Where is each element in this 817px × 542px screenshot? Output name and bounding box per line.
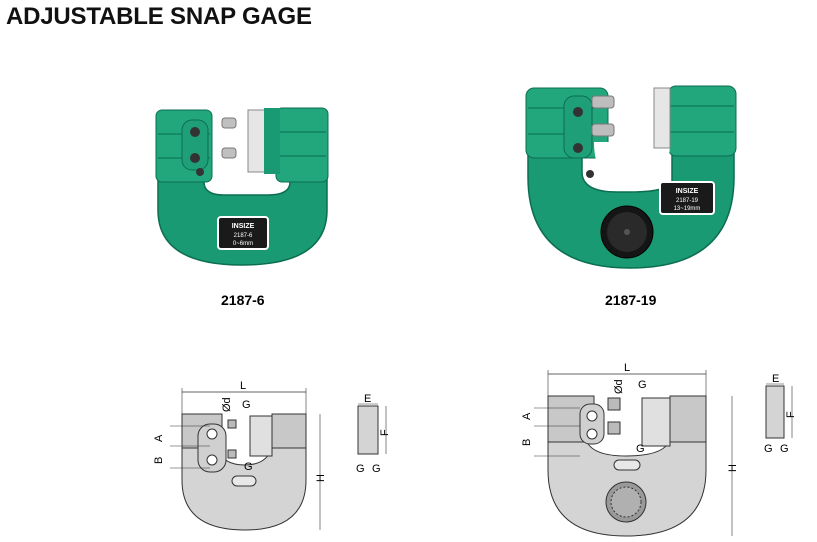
badge-brand: INSIZE	[676, 188, 699, 195]
dim-label-G-left: G	[356, 463, 365, 475]
model-caption-2187-19: 2187-19	[605, 292, 657, 308]
badge-brand: INSIZE	[232, 223, 255, 230]
product-photo-2187-6: INSIZE 2187-6 0~6mm	[155, 107, 329, 266]
dim-label-G-left: G	[764, 443, 773, 455]
dim-label-F: F	[785, 411, 797, 418]
drawing-2187-6: L A B Ød G G H	[153, 380, 327, 531]
dim-label-B: B	[153, 457, 165, 464]
dim-label-F: F	[379, 429, 391, 436]
dim-label-G: G	[638, 379, 647, 391]
dim-label-B: B	[521, 439, 533, 446]
dim-label-G: G	[242, 399, 251, 411]
badge-model: 2187-19	[676, 198, 699, 204]
page-title: ADJUSTABLE SNAP GAGE	[6, 3, 312, 30]
dim-label-H: H	[315, 474, 327, 482]
dim-label-G2: G	[636, 443, 645, 455]
dim-label-d: Ød	[613, 379, 625, 394]
dim-label-d: Ød	[221, 397, 233, 412]
product-photo-2187-19: INSIZE 2187-19 13~19mm	[525, 85, 737, 269]
side-view-2187-6: E F G G	[356, 393, 391, 475]
badge-model: 2187-6	[234, 233, 253, 239]
dim-label-A: A	[521, 412, 533, 420]
badge-2187-19: INSIZE 2187-19 13~19mm	[659, 181, 715, 215]
model-caption-2187-6: 2187-6	[221, 292, 265, 308]
badge-range: 0~6mm	[233, 241, 253, 247]
side-view-2187-19: E F G G	[764, 373, 797, 455]
dim-label-E: E	[364, 393, 371, 405]
dim-label-G2: G	[244, 461, 253, 473]
dim-label-A: A	[153, 434, 165, 442]
dim-label-H: H	[727, 464, 739, 472]
badge-range: 13~19mm	[674, 206, 701, 212]
dim-label-L: L	[624, 362, 630, 374]
badge-2187-6: INSIZE 2187-6 0~6mm	[217, 216, 269, 250]
dim-label-G-right: G	[780, 443, 789, 455]
dim-label-G-right: G	[372, 463, 381, 475]
dim-label-E: E	[772, 373, 779, 385]
dim-label-L: L	[240, 380, 246, 392]
drawing-2187-19: L A B Ød G G H	[521, 362, 739, 537]
